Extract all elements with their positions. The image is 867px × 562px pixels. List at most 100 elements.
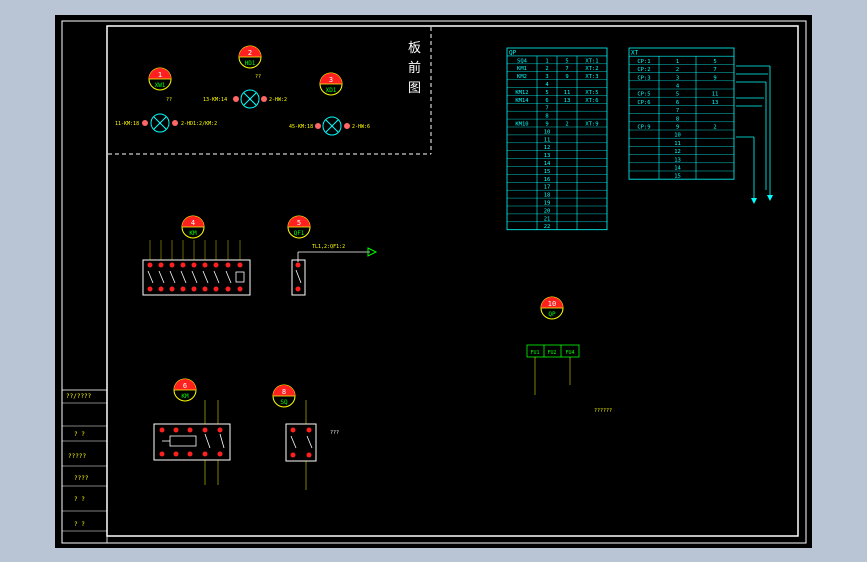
table-cell: 22 [544,224,551,230]
bubble-xw1: 1 XW1 [148,67,172,91]
terminal-dot [213,262,219,268]
title-block-cell: ????? [68,453,86,460]
table-cell: 14 [544,161,551,167]
table-cell: 17 [544,185,551,191]
qp-note: ?????? [594,408,612,414]
table-cell: CP:6 [637,100,650,106]
indicator-lamp-xd1: 45-KM:18 2-HW:6 [289,116,370,136]
terminal-dot [191,262,197,268]
terminal-dot [180,262,186,268]
bubble-code: XD1 [326,87,337,94]
lamp-label: 45-KM:18 [289,124,313,130]
limit-switch-sq: ??? [285,400,339,490]
lamp-label: ?? [255,74,261,80]
table-cell: 9 [713,75,716,81]
panel-title-char: 图 [408,81,421,96]
table-cell: XT:3 [585,74,598,80]
bubble-code: HD1 [245,60,256,67]
table-cell: 21 [544,216,551,222]
bubble-code: SQ [280,399,288,406]
table-cell: KM14 [515,98,529,104]
table-header: XT [631,50,639,57]
terminal-dot [225,262,231,268]
bubble-number: 5 [297,219,301,227]
table-cell: 13 [564,98,571,104]
table-cell: 13 [674,157,681,163]
table-header: QP [509,49,517,56]
contact-line [202,270,209,284]
table-cell: 6 [676,100,679,106]
table-cell: KM10 [515,122,528,128]
sq-note: ??? [330,430,339,436]
terminal-dot [147,262,153,268]
drawing-sheet [55,15,812,548]
table-cell: 10 [544,129,551,135]
terminal-dot [202,286,208,292]
table-cell: 10 [674,133,681,139]
table-cell: 9 [565,74,568,80]
lamp-label: 2-HW:6 [352,124,370,130]
terminal-dot [213,286,219,292]
title-block-cell: ? ? [74,431,85,438]
panel-title-char: 前 [408,60,421,76]
coil-symbol [235,271,245,283]
table-cell: 7 [713,67,716,73]
table-cell: 16 [544,177,551,183]
table-cell: XT:6 [585,98,598,104]
contact-line [225,270,232,284]
qf1-label: TL1,2:QF1:2 [312,244,345,250]
table-cell: XT:1 [585,58,598,64]
contactor-km [142,240,251,296]
bubble-qp: 10 QP [540,296,564,320]
panel-front-region: 板 前 图 [108,27,432,155]
fuse-label: FU1 [530,350,539,356]
terminal-dot [180,286,186,292]
inner-frame [106,25,799,537]
table-cell: 11 [712,92,719,98]
panel-title-char: 板 [408,41,421,56]
fuse-terminals: FU1 FU2 FU4 ?????? [526,344,612,414]
table-cell: 5 [713,59,716,65]
table-cell: CP:1 [637,59,650,65]
table-cell: 19 [544,201,551,207]
bubble-number: 6 [183,382,187,390]
title-block-cell: ??/???? [66,393,92,400]
table-cell: 8 [545,114,548,120]
contact-line [191,270,198,284]
table-cell: 11 [564,90,571,96]
table-cell: 4 [545,82,549,88]
bubble-number: 10 [548,300,556,308]
bubble-number: 1 [158,71,162,79]
indicator-lamp-xw1: 11-KM:18 2-HD1:2/KM:2 [115,113,217,133]
table-cell: 7 [676,108,679,114]
lamp-label: 13-KM:14 [203,97,227,103]
table-cell: 7 [565,66,568,72]
table-cell: 5 [676,92,679,98]
table-cell: KM12 [515,90,528,96]
table-cell: 3 [545,74,548,80]
bubble-code: KM [189,230,197,237]
table-cell: 12 [544,145,551,151]
contactor-km-2 [153,423,231,461]
terminal-dot [169,262,175,268]
bubble-number: 8 [282,388,286,396]
bubble-number: 4 [191,219,195,227]
contact-line [147,270,154,284]
table-cell: XT:5 [585,90,598,96]
bubble-code: XW1 [155,82,166,89]
bubble-qf1: 5 QF1 [287,215,311,239]
table-cell: CP:2 [637,67,650,73]
terminal-dot [169,286,175,292]
table-cell: 9 [545,122,548,128]
bubble-code: QF1 [294,230,305,237]
table-cell: 2 [565,122,568,128]
contact-line [169,270,176,284]
bubble-number: 3 [329,76,333,84]
contact-line [213,270,220,284]
fuse-label: FU2 [547,350,556,356]
table-cell: 11 [674,141,681,147]
bubble-hd1: 2 HD1 [238,45,262,69]
outer-frame [61,20,807,544]
